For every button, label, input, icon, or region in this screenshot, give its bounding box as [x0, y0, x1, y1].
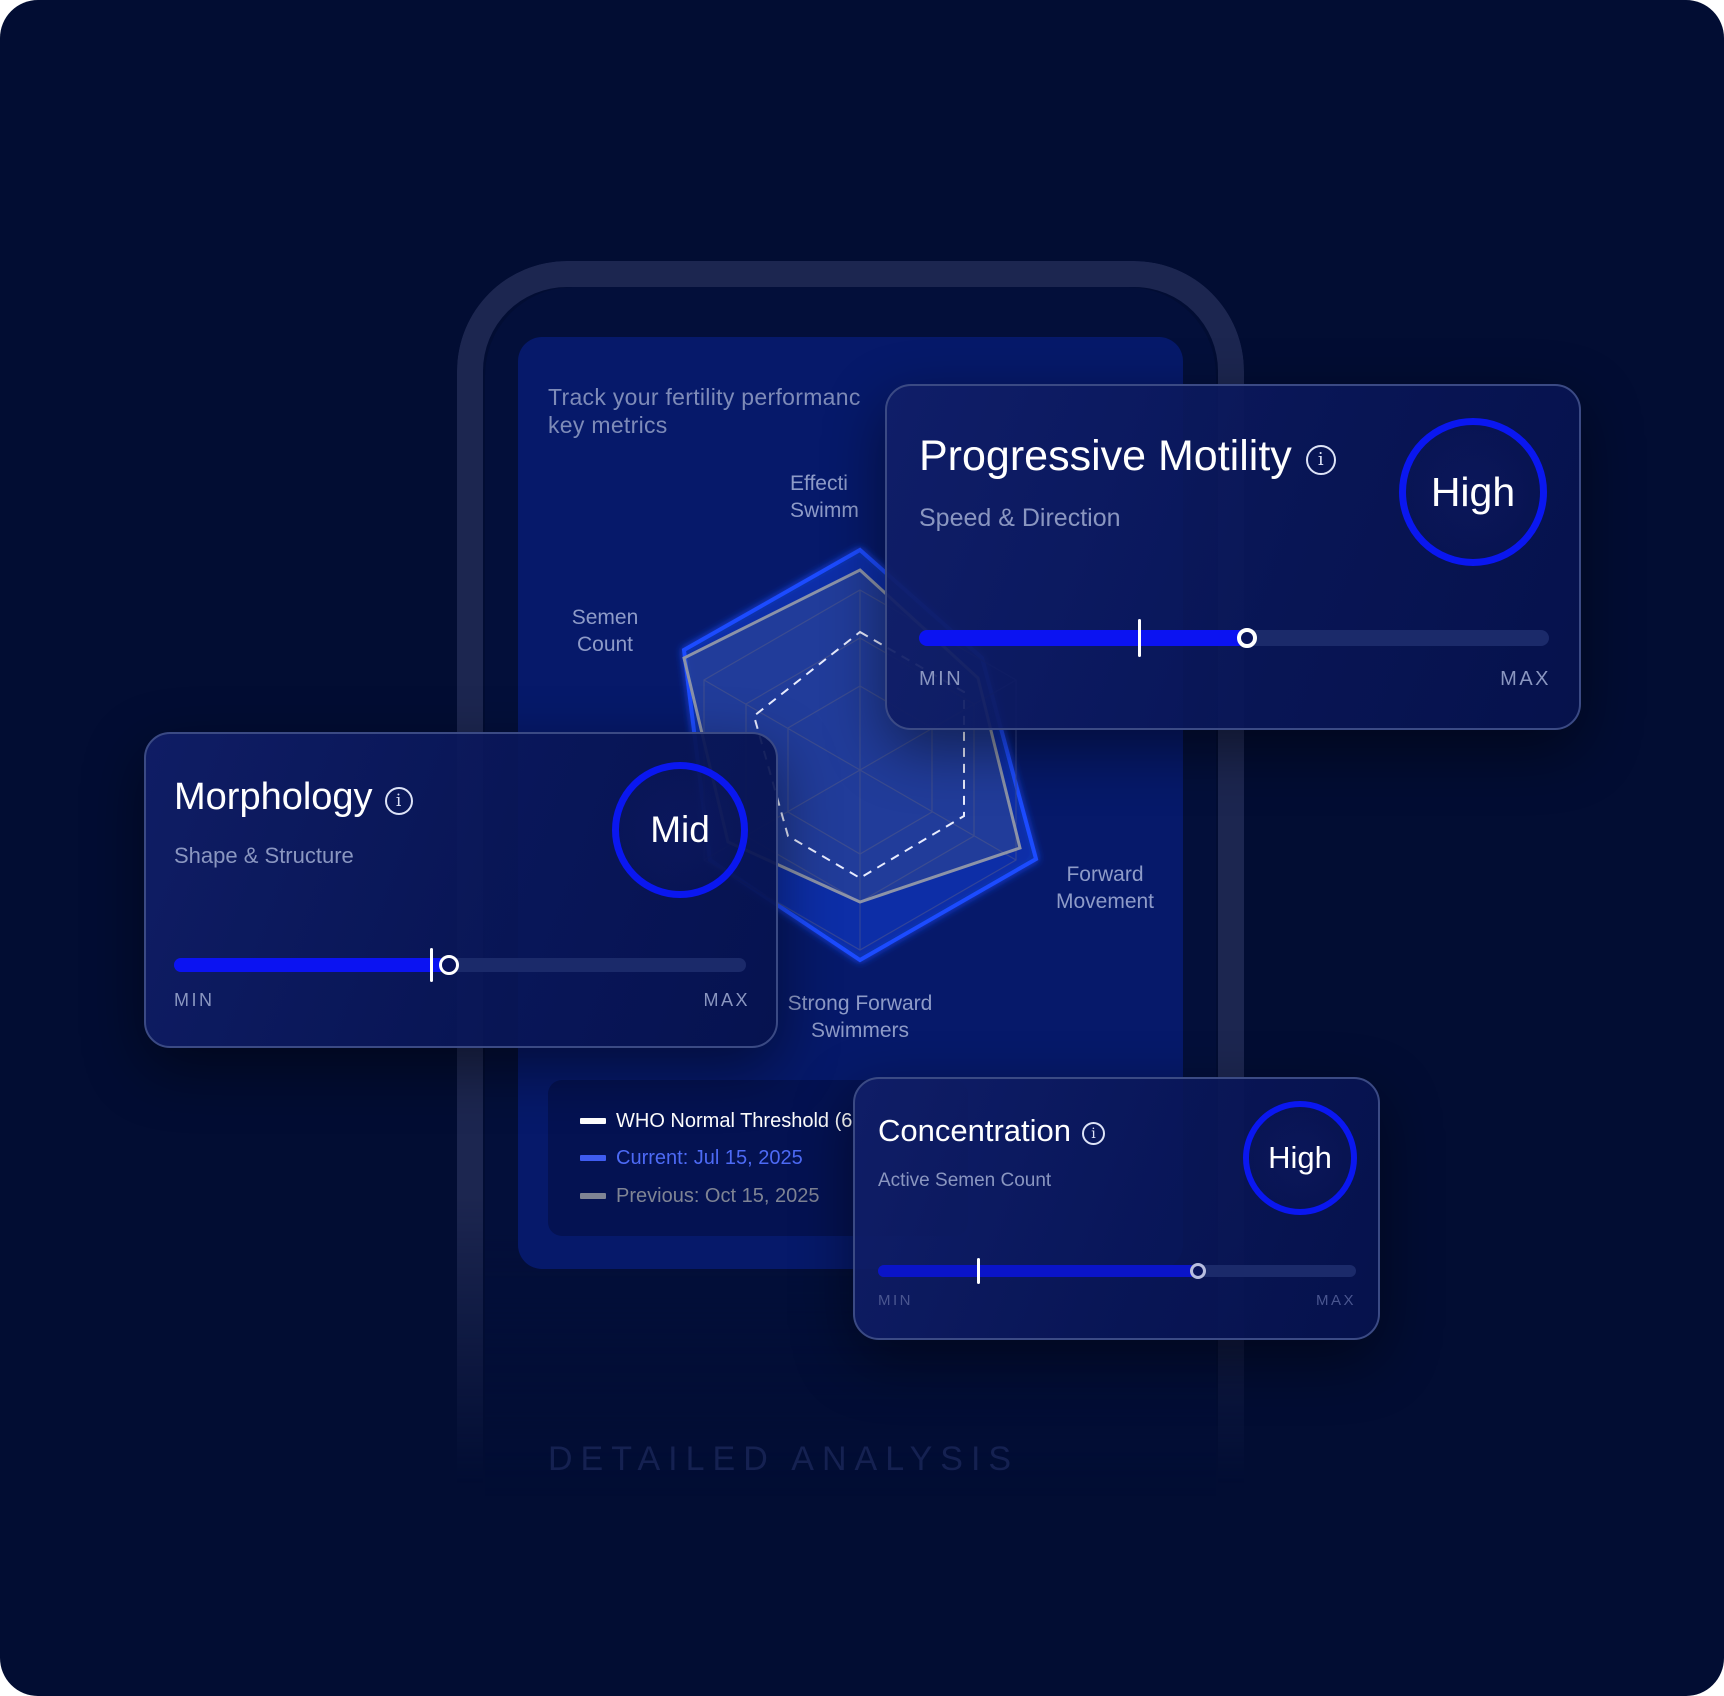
info-icon[interactable]: i: [1082, 1122, 1106, 1145]
concentration-card[interactable]: Concentration i Active Semen Count High …: [853, 1077, 1380, 1340]
threshold-marker: [976, 1258, 980, 1284]
card-title: Morphology i: [174, 776, 413, 819]
level-track: [878, 1258, 1356, 1284]
min-label: MIN: [919, 668, 964, 690]
card-title: Progressive Motility i: [919, 432, 1336, 481]
legend-item-current: Current: Jul 15, 2025: [580, 1143, 803, 1173]
morphology-card[interactable]: Morphology i Shape & Structure Mid MIN M…: [144, 732, 778, 1048]
level-badge: Mid: [612, 762, 748, 898]
card-subtitle: Shape & Structure: [174, 843, 354, 868]
card-subtitle: Speed & Direction: [919, 504, 1121, 532]
max-label: MAX: [1315, 1292, 1356, 1309]
radar-label-strong-forward-swimmers: Strong Forward Swimmers: [787, 992, 933, 1042]
radar-label-semen-count: Semen Count: [571, 606, 639, 656]
min-label: MIN: [878, 1292, 913, 1309]
min-label: MIN: [174, 990, 215, 1010]
level-badge: High: [1243, 1101, 1357, 1215]
chart-subtitle: Track your fertility performanc key metr…: [548, 383, 968, 439]
level-knob[interactable]: [438, 955, 459, 975]
level-fill: [878, 1265, 1199, 1277]
subtitle-line-2: key metrics: [548, 412, 668, 438]
max-label: MAX: [703, 990, 750, 1010]
max-label: MAX: [1500, 668, 1551, 690]
level-knob[interactable]: [1190, 1263, 1207, 1279]
legend-swatch: [580, 1118, 606, 1124]
card-title: Concentration i: [878, 1113, 1106, 1149]
section-heading-detailed-analysis: DETAILED ANALYSIS: [548, 1440, 1020, 1478]
radar-label-effective-swimmers: Effecti Swimm: [790, 472, 859, 522]
threshold-marker: [429, 948, 433, 982]
legend-swatch: [580, 1155, 606, 1161]
legend-item-who: WHO Normal Threshold (6: [580, 1106, 852, 1136]
legend-swatch: [580, 1193, 606, 1199]
level-track: [174, 948, 746, 982]
level-knob[interactable]: [1236, 628, 1257, 648]
info-icon[interactable]: i: [384, 786, 413, 815]
threshold-marker: [1138, 619, 1141, 657]
level-fill: [919, 630, 1247, 646]
level-fill: [174, 958, 449, 972]
level-badge: High: [1399, 418, 1547, 566]
subtitle-line-1: Track your fertility performanc: [548, 384, 861, 410]
radar-label-forward-movement: Forward Movement: [1055, 863, 1155, 913]
card-subtitle: Active Semen Count: [878, 1170, 1052, 1191]
progressive-motility-card[interactable]: Progressive Motility i Speed & Direction…: [885, 384, 1581, 730]
level-track: [919, 619, 1549, 657]
legend-item-previous: Previous: Oct 15, 2025: [580, 1181, 819, 1211]
info-icon[interactable]: i: [1305, 444, 1336, 475]
